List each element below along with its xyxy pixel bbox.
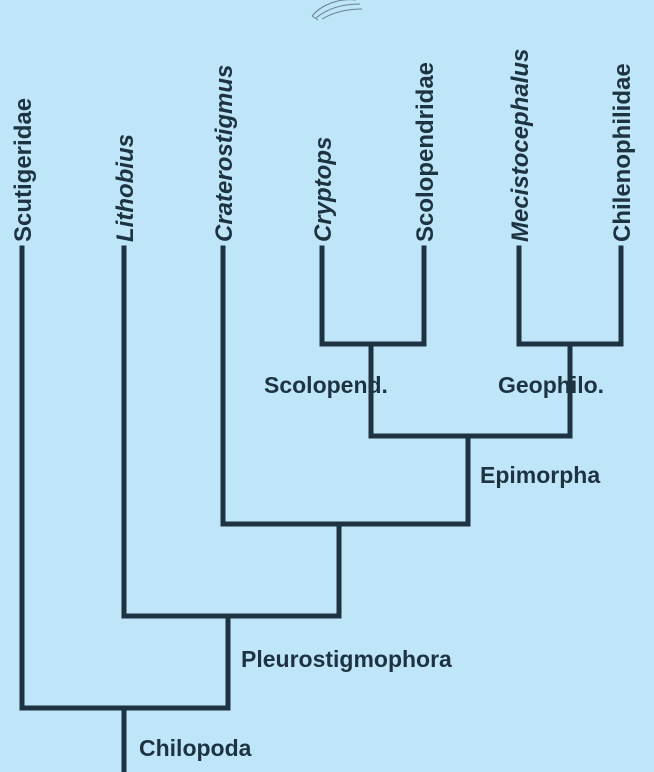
taxon-labels: Scutigeridae Lithobius Craterostigmus Cr… [10,49,636,242]
taxon-label-craterostigmus: Craterostigmus [211,65,238,242]
clade-label-pleurostigmophora: Pleurostigmophora [241,646,452,672]
taxon-label-lithobius: Lithobius [112,134,139,242]
taxon-label-mecistocephalus: Mecistocephalus [507,49,534,242]
clade-label-epimorpha: Epimorpha [480,462,600,488]
tree-branches [22,248,621,772]
taxon-label-cryptops: Cryptops [310,137,337,242]
taxon-label-scolopendridae: Scolopendridae [412,62,439,242]
clade-label-chilopoda: Chilopoda [139,735,252,761]
taxon-label-scutigeridae: Scutigeridae [10,98,37,242]
clade-label-geophilo: Geophilo. [498,372,604,398]
clade-label-scolopend: Scolopend. [264,372,388,398]
centipede-sketch-icon [312,0,362,20]
taxon-label-chilenophilidae: Chilenophilidae [609,63,636,242]
